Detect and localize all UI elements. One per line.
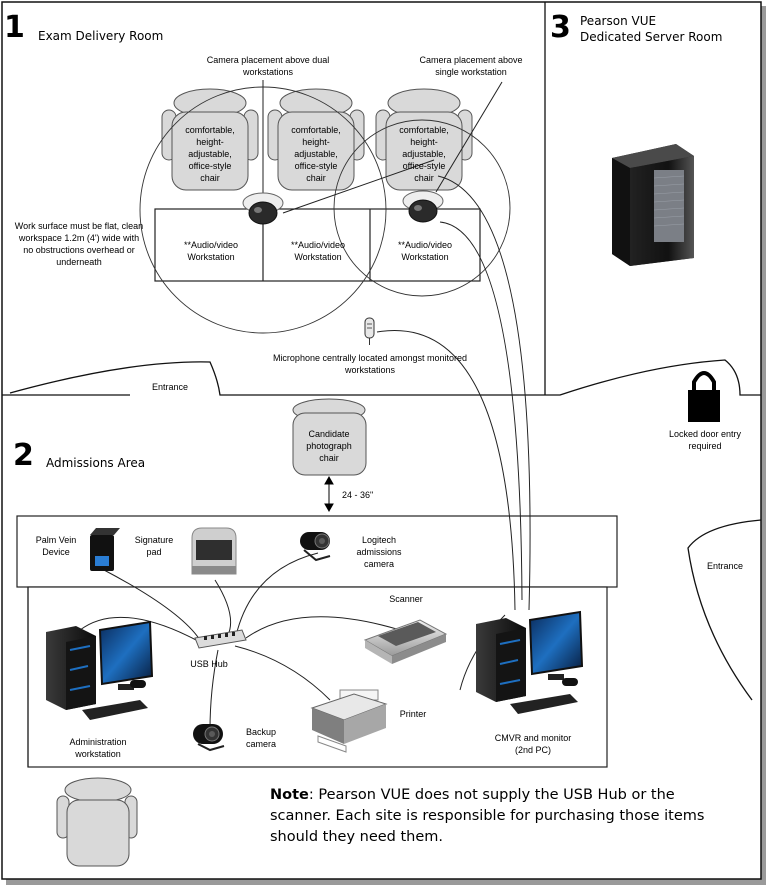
printer-label: Printer — [399, 709, 427, 719]
distance-arrow — [324, 475, 334, 513]
admin-workstation-pc-icon — [46, 620, 154, 720]
workstation-3-label: **Audio/video Workstation — [397, 240, 453, 262]
workstation-2-label: **Audio/video Workstation — [290, 240, 346, 262]
worksurface-note: Work surface must be flat, clean workspa… — [14, 221, 144, 267]
exam-entrance-label: Entrance — [151, 382, 189, 392]
palm-vein-label: Palm Vein Device — [35, 535, 77, 557]
dome-camera-dual — [242, 192, 284, 225]
distance-label: 24 - 36" — [342, 490, 374, 500]
photograph-chair-label: Candidate photograph chair — [306, 429, 352, 463]
cmvr-pc-icon — [476, 610, 584, 714]
photograph-chair — [292, 398, 367, 476]
logitech-camera-label: Logitech admissions camera — [356, 535, 402, 569]
chair-1-label: comfortable, height-adjustable, office-s… — [185, 125, 235, 183]
room-3-title-line1: Pearson VUE — [580, 14, 657, 28]
room-3-number: 3 — [550, 10, 571, 45]
scanner-label: Scanner — [389, 594, 423, 604]
admin-chair — [56, 777, 138, 867]
camera-dual-label: Camera placement above dual workstations — [206, 55, 330, 77]
room-1-title: Exam Delivery Room — [38, 29, 164, 43]
padlock-icon — [688, 371, 720, 422]
server-tower-icon — [612, 144, 694, 266]
walls — [2, 2, 762, 701]
cmvr-label-line2: (2nd PC) — [514, 745, 551, 755]
exam-chair-2 — [267, 88, 365, 191]
workstation-1-label: **Audio/video Workstation — [183, 240, 239, 262]
room-2-title: Admissions Area — [46, 456, 146, 470]
usb-hub-label: USB Hub — [190, 659, 228, 669]
backup-camera-label: Backup camera — [245, 727, 277, 749]
backup-camera-icon — [193, 724, 225, 752]
admin-workstation-label: Administration workstation — [69, 737, 127, 759]
note-text: : Pearson VUE does not supply the USB Hu… — [270, 787, 705, 845]
palm-vein-device-icon — [90, 528, 120, 571]
room-1-number: 1 — [4, 10, 25, 45]
signature-pad-label: Signature pad — [134, 535, 174, 557]
scanner-icon — [363, 619, 448, 664]
supply-note: Note: Pearson VUE does not supply the US… — [270, 785, 740, 848]
usb-hub-icon — [194, 629, 247, 649]
locked-door-label: Locked door entry required — [668, 429, 742, 451]
pointer-lines — [262, 80, 503, 214]
note-bold-label: Note — [270, 787, 309, 803]
chair-2-label: comfortable, height-adjustable, office-s… — [291, 125, 341, 183]
dome-camera-single — [402, 190, 444, 223]
cmvr-label-line1: CMVR and monitor — [494, 733, 572, 743]
logitech-webcam-icon — [300, 532, 331, 562]
microphone-label: Microphone centrally located amongst mon… — [272, 353, 468, 375]
printer-icon — [310, 689, 388, 753]
room-2-number: 2 — [13, 438, 34, 473]
room-3-title-line2: Dedicated Server Room — [580, 30, 723, 44]
camera-single-label: Camera placement above single workstatio… — [419, 55, 523, 77]
admissions-entrance-label: Entrance — [706, 561, 744, 571]
chair-3-label: comfortable, height-adjustable, office-s… — [399, 125, 449, 183]
microphone-icon — [364, 317, 375, 345]
signature-pad-icon — [191, 527, 237, 575]
